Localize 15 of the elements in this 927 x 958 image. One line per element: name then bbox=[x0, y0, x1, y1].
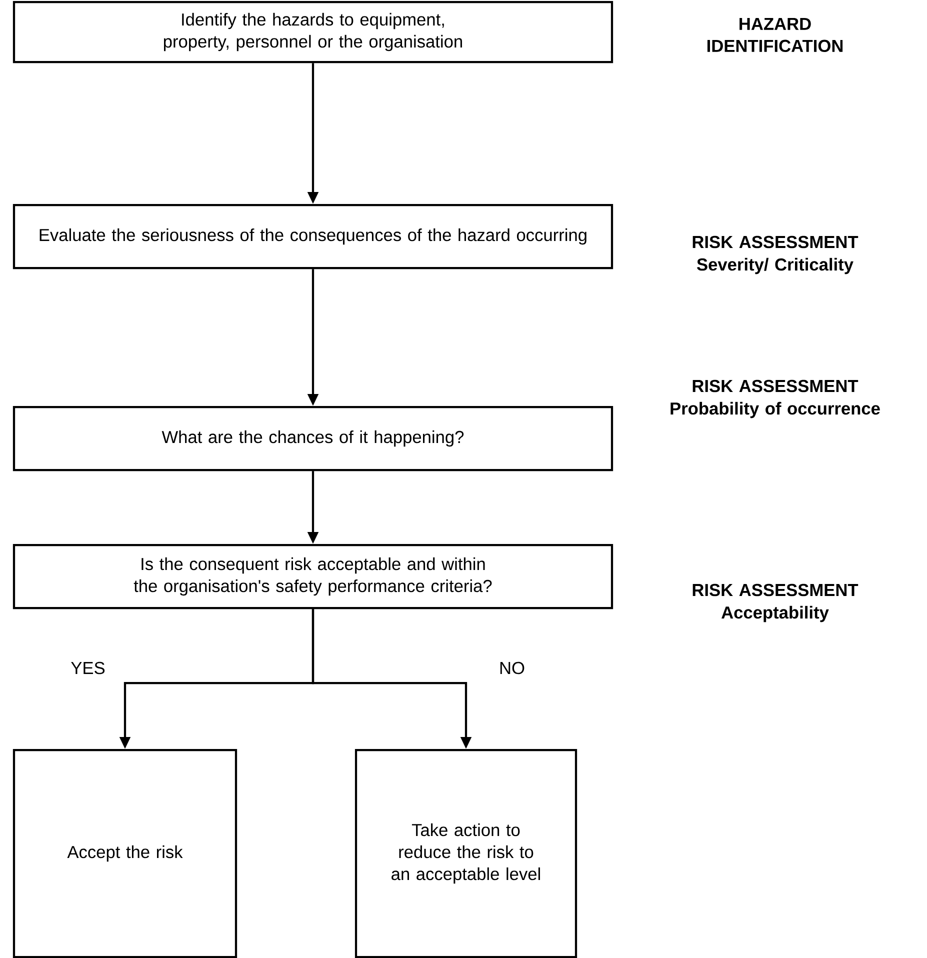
stage-label: Severity/ Criticality bbox=[696, 258, 854, 274]
process-box: Take action to reduce the risk to an acceptable level bbox=[354, 748, 578, 958]
process-box: Accept the risk bbox=[12, 748, 238, 958]
process-box: What are the chances of it happening? bbox=[12, 406, 614, 472]
stage-label: Acceptability bbox=[722, 606, 829, 622]
process-box: Identify the hazards to equipment, property, personnel or the organisation bbox=[12, 0, 614, 64]
stage-label: RISK ASSESSMENT bbox=[692, 584, 858, 596]
edge-label: YES bbox=[69, 660, 107, 676]
stage-label: RISK ASSESSMENT bbox=[692, 236, 858, 248]
stage-label: Probability of occurrence bbox=[670, 402, 880, 418]
stage-label: HAZARD IDENTIFICATION bbox=[707, 18, 843, 52]
process-box: Evaluate the seriousness of the consequences of the hazard occurring bbox=[12, 204, 614, 270]
stage-label: RISK ASSESSMENT bbox=[692, 380, 858, 392]
edge-label: NO bbox=[498, 660, 526, 676]
process-box: Is the consequent risk acceptable and within the organisation's safety performance criteria? bbox=[12, 544, 614, 610]
